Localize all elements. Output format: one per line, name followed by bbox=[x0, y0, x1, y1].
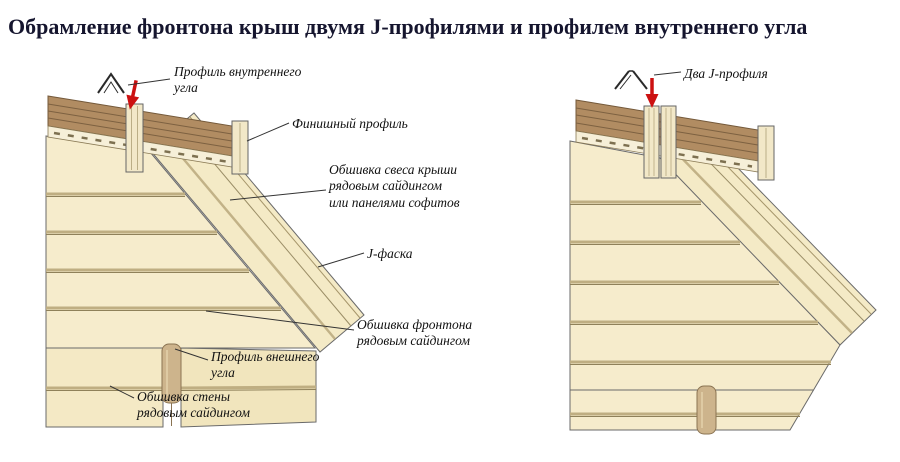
leader-inner-corner bbox=[127, 78, 171, 86]
leader-finish bbox=[246, 122, 290, 142]
left-diagram bbox=[45, 95, 365, 428]
leader-gable bbox=[205, 310, 355, 331]
red-arrow-left bbox=[126, 79, 140, 110]
j-profile-piece-2 bbox=[660, 105, 677, 179]
leader-eaves bbox=[229, 189, 327, 201]
wall-panel-lines bbox=[46, 385, 317, 391]
label-eaves-cladding: Обшивка свеса крыши рядовым сайдингом ил… bbox=[329, 162, 460, 210]
inner-corner-profile-icon bbox=[97, 72, 125, 94]
leader-j-fascia bbox=[317, 252, 365, 268]
outer-corner-profile-piece bbox=[696, 385, 717, 435]
gable-panel-lines bbox=[46, 192, 281, 311]
j-profile-piece-1 bbox=[643, 105, 660, 179]
red-arrow-right bbox=[645, 78, 659, 108]
two-j-profiles-icon bbox=[614, 70, 648, 90]
figure-title: Обрамление фронтона крыш двумя J-профиля… bbox=[8, 14, 808, 39]
inner-corner-profile-piece bbox=[125, 103, 144, 173]
label-two-j-profiles: Два J-профиля bbox=[684, 66, 768, 81]
gable-panel-lines bbox=[570, 200, 831, 417]
label-finish-profile: Финишный профиль bbox=[292, 116, 408, 131]
label-gable-cladding: Обшивка фронтона рядовым сайдингом bbox=[357, 317, 473, 349]
label-inner-corner-profile: Профиль внутреннего угла bbox=[174, 64, 302, 96]
label-outer-corner-profile: Профиль внешнего угла bbox=[211, 349, 320, 381]
leader-two-j bbox=[653, 71, 682, 76]
label-j-fascia: J-фаска bbox=[367, 246, 413, 261]
leader-outer-corner bbox=[174, 348, 209, 361]
right-diagram bbox=[569, 99, 877, 435]
label-wall-cladding: Обшивка стены рядовым сайдингом bbox=[137, 389, 250, 421]
leader-wall bbox=[109, 385, 135, 399]
leader-lines bbox=[109, 71, 682, 399]
j-profile-grooves bbox=[648, 108, 672, 176]
